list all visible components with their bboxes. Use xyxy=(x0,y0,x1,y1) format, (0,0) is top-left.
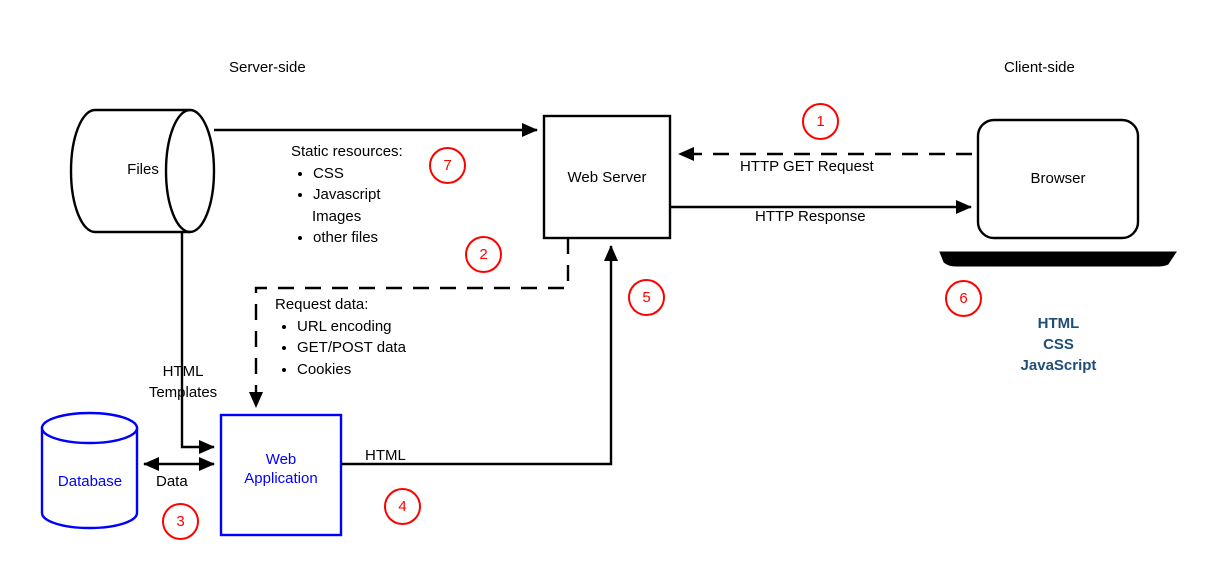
heading-client-side: Client-side xyxy=(1004,59,1075,76)
annotation-static-resources-heading: Static resources: xyxy=(291,143,403,160)
annotation-static-resources-list: CSS Javascript Images other files xyxy=(291,163,403,249)
step-marker-4[interactable]: 4 xyxy=(384,488,421,525)
annotation-request-data: Request data: URL encoding GET/POST data… xyxy=(275,294,406,380)
node-files-shape xyxy=(69,108,216,234)
list-item: Cookies xyxy=(297,359,406,381)
annotation-request-data-heading: Request data: xyxy=(275,296,369,313)
client-stack-text: HTML CSS JavaScript xyxy=(986,313,1131,376)
edge-html-templates xyxy=(180,232,215,455)
node-label-web-application-line1: Web xyxy=(265,451,297,468)
node-web-application-shape xyxy=(219,413,343,537)
step-marker-6[interactable]: 6 xyxy=(945,280,982,317)
step-marker-3[interactable]: 3 xyxy=(162,503,199,540)
step-marker-2[interactable]: 2 xyxy=(465,236,502,273)
node-label-database: Database xyxy=(57,473,123,490)
list-item: Images xyxy=(312,207,362,225)
client-stack-line-javascript: JavaScript xyxy=(1020,357,1097,374)
edge-label-http-response: HTTP Response xyxy=(755,208,866,225)
annotation-static-resources: Static resources: CSS Javascript Images … xyxy=(291,141,403,249)
annotation-request-data-list: URL encoding GET/POST data Cookies xyxy=(275,316,406,381)
node-label-web-application-line2: Application xyxy=(244,470,318,487)
laptop-base-shape xyxy=(939,251,1177,267)
list-item: CSS xyxy=(313,163,403,185)
edge-label-html-templates-line1: HTML xyxy=(162,363,204,380)
heading-server-side: Server-side xyxy=(229,59,306,76)
node-label-web-application: Web Application xyxy=(215,450,347,488)
edge-label-http-get-request: HTTP GET Request xyxy=(740,158,874,175)
node-label-web-server: Web Server xyxy=(567,169,647,186)
client-stack-line-html: HTML xyxy=(1037,315,1080,332)
node-browser-shape xyxy=(976,118,1140,240)
step-marker-1[interactable]: 1 xyxy=(802,103,839,140)
node-database-shape xyxy=(40,411,139,530)
list-item: URL encoding xyxy=(297,316,406,338)
client-stack-line-css: CSS xyxy=(1043,336,1074,353)
edge-label-html-templates: HTML Templates xyxy=(133,361,233,403)
edge-html-to-web-server xyxy=(341,245,619,466)
list-item: Javascript xyxy=(313,184,403,206)
list-item: other files xyxy=(313,227,403,249)
edge-label-html: HTML xyxy=(365,447,406,464)
edge-label-data: Data xyxy=(156,473,188,490)
node-label-files: Files xyxy=(127,161,159,178)
step-marker-5[interactable]: 5 xyxy=(628,279,665,316)
step-marker-7[interactable]: 7 xyxy=(429,147,466,184)
list-item: GET/POST data xyxy=(297,337,406,359)
node-web-server-shape xyxy=(542,114,672,240)
edge-label-html-templates-line2: Templates xyxy=(148,384,218,401)
node-label-browser: Browser xyxy=(1030,170,1086,187)
